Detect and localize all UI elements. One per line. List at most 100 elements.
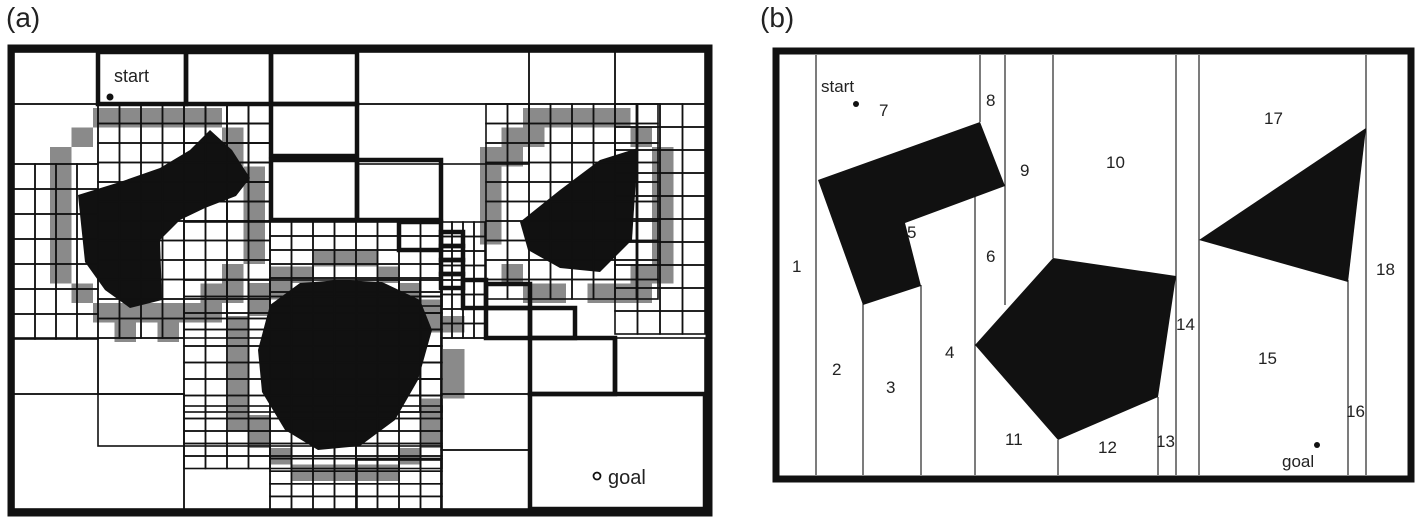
a-boundary-cell <box>501 127 523 147</box>
a-small-cell <box>333 235 357 251</box>
a-boundary-cell <box>200 108 222 128</box>
a-coarse-cell <box>97 393 185 447</box>
a-coarse-cell <box>97 337 185 395</box>
a-boundary-cell <box>443 349 465 366</box>
a-small-cell <box>76 313 99 340</box>
a-small-cell <box>204 220 228 242</box>
b-cell-label-2: 2 <box>832 360 841 379</box>
b-start-label: start <box>821 77 854 96</box>
a-boundary-cell <box>378 464 400 481</box>
a-small-cell <box>681 310 706 335</box>
a-small-cell <box>226 455 250 470</box>
a-boundary-cell <box>587 108 609 128</box>
a-small-cell <box>269 470 293 485</box>
a-small-cell <box>226 103 250 125</box>
a-small-cell <box>355 235 379 251</box>
a-small-cell <box>13 313 36 340</box>
a-boundary-cell <box>480 186 502 206</box>
a-goal-point <box>592 471 602 481</box>
a-small-cell <box>528 259 552 281</box>
a-boundary-cell <box>71 127 93 147</box>
a-path-cell <box>268 49 360 107</box>
a-small-cell <box>290 221 314 237</box>
a-small-cell <box>659 310 684 335</box>
panel-a-quadtree: start goal <box>7 44 713 517</box>
a-boundary-cell <box>314 464 336 481</box>
a-coarse-cell <box>528 51 616 105</box>
a-small-cell <box>376 482 400 498</box>
a-small-cell <box>462 322 475 339</box>
a-small-cell <box>13 238 36 265</box>
a-small-cell <box>659 126 684 151</box>
a-boundary-cell <box>157 303 179 323</box>
a-small-cell <box>485 103 509 125</box>
a-small-cell <box>13 263 36 290</box>
b-cell-label-10: 10 <box>1106 153 1125 172</box>
a-boundary-cell <box>93 303 115 323</box>
a-small-cell <box>269 495 293 510</box>
a-boundary-cell <box>114 322 136 342</box>
a-small-cell <box>681 103 706 128</box>
b-goal-label: goal <box>1282 452 1314 471</box>
a-coarse-cell <box>270 103 358 157</box>
a-small-cell <box>681 172 706 197</box>
a-path-cell <box>354 157 444 223</box>
a-small-cell <box>204 239 228 261</box>
a-small-cell <box>247 142 271 164</box>
a-small-cell <box>312 495 336 510</box>
a-boundary-cell <box>480 225 502 245</box>
a-small-cell <box>183 378 207 397</box>
a-small-cell <box>204 345 228 364</box>
panel-b-label: (b) <box>760 2 795 33</box>
a-boundary-cell <box>50 166 72 186</box>
a-small-cell <box>419 482 443 498</box>
a-boundary-cell <box>50 244 72 264</box>
a-small-cell <box>419 394 442 413</box>
a-small-cell <box>659 103 684 128</box>
a-small-cell <box>398 417 422 432</box>
a-small-cell <box>204 455 228 470</box>
a-small-cell <box>226 103 250 125</box>
a-goal-label: goal <box>608 467 646 489</box>
a-small-cell <box>34 288 57 315</box>
a-boundary-cell <box>587 283 609 303</box>
b-cell-label-11: 11 <box>1005 430 1023 449</box>
a-small-cell <box>247 455 271 470</box>
a-small-cell <box>355 482 379 498</box>
a-small-cell <box>183 361 207 380</box>
a-small-cell <box>419 470 443 485</box>
b-obstacles <box>818 122 1366 440</box>
a-boundary-cell <box>243 244 265 264</box>
a-boundary-cell <box>314 250 336 267</box>
a-small-cell <box>528 161 552 183</box>
a-path-cells <box>95 49 708 512</box>
a-small-cell <box>376 430 400 445</box>
a-small-cell <box>376 249 400 265</box>
b-cell-label-9: 9 <box>1020 161 1029 180</box>
b-cell-label-7: 7 <box>879 101 888 120</box>
a-small-cell <box>13 163 36 190</box>
a-boundary-cell <box>228 415 250 432</box>
a-small-cell <box>204 394 228 413</box>
b-cell-label-14: 14 <box>1176 315 1195 334</box>
a-small-cell <box>55 313 78 340</box>
a-obstacle-1 <box>78 130 250 308</box>
a-small-cell <box>549 142 573 164</box>
a-small-cell <box>376 221 400 237</box>
a-small-cell <box>355 221 379 237</box>
a-boundary-cell <box>292 464 314 481</box>
a-small-cell <box>204 361 228 380</box>
b-cell-label-15: 15 <box>1258 349 1277 368</box>
a-boundary-cell <box>357 464 379 481</box>
a-boundary-cell <box>630 283 652 303</box>
a-small-cell <box>312 221 336 237</box>
a-small-cell <box>571 142 595 164</box>
a-small-cell <box>183 345 207 364</box>
a-boundary-cell <box>114 108 136 128</box>
a-boundary-cell <box>292 266 314 283</box>
a-small-cell <box>506 181 530 203</box>
a-small-cell <box>681 287 706 312</box>
a-boundary-cell <box>566 108 588 128</box>
a-small-cell <box>473 322 486 339</box>
a-start-point <box>106 93 114 101</box>
